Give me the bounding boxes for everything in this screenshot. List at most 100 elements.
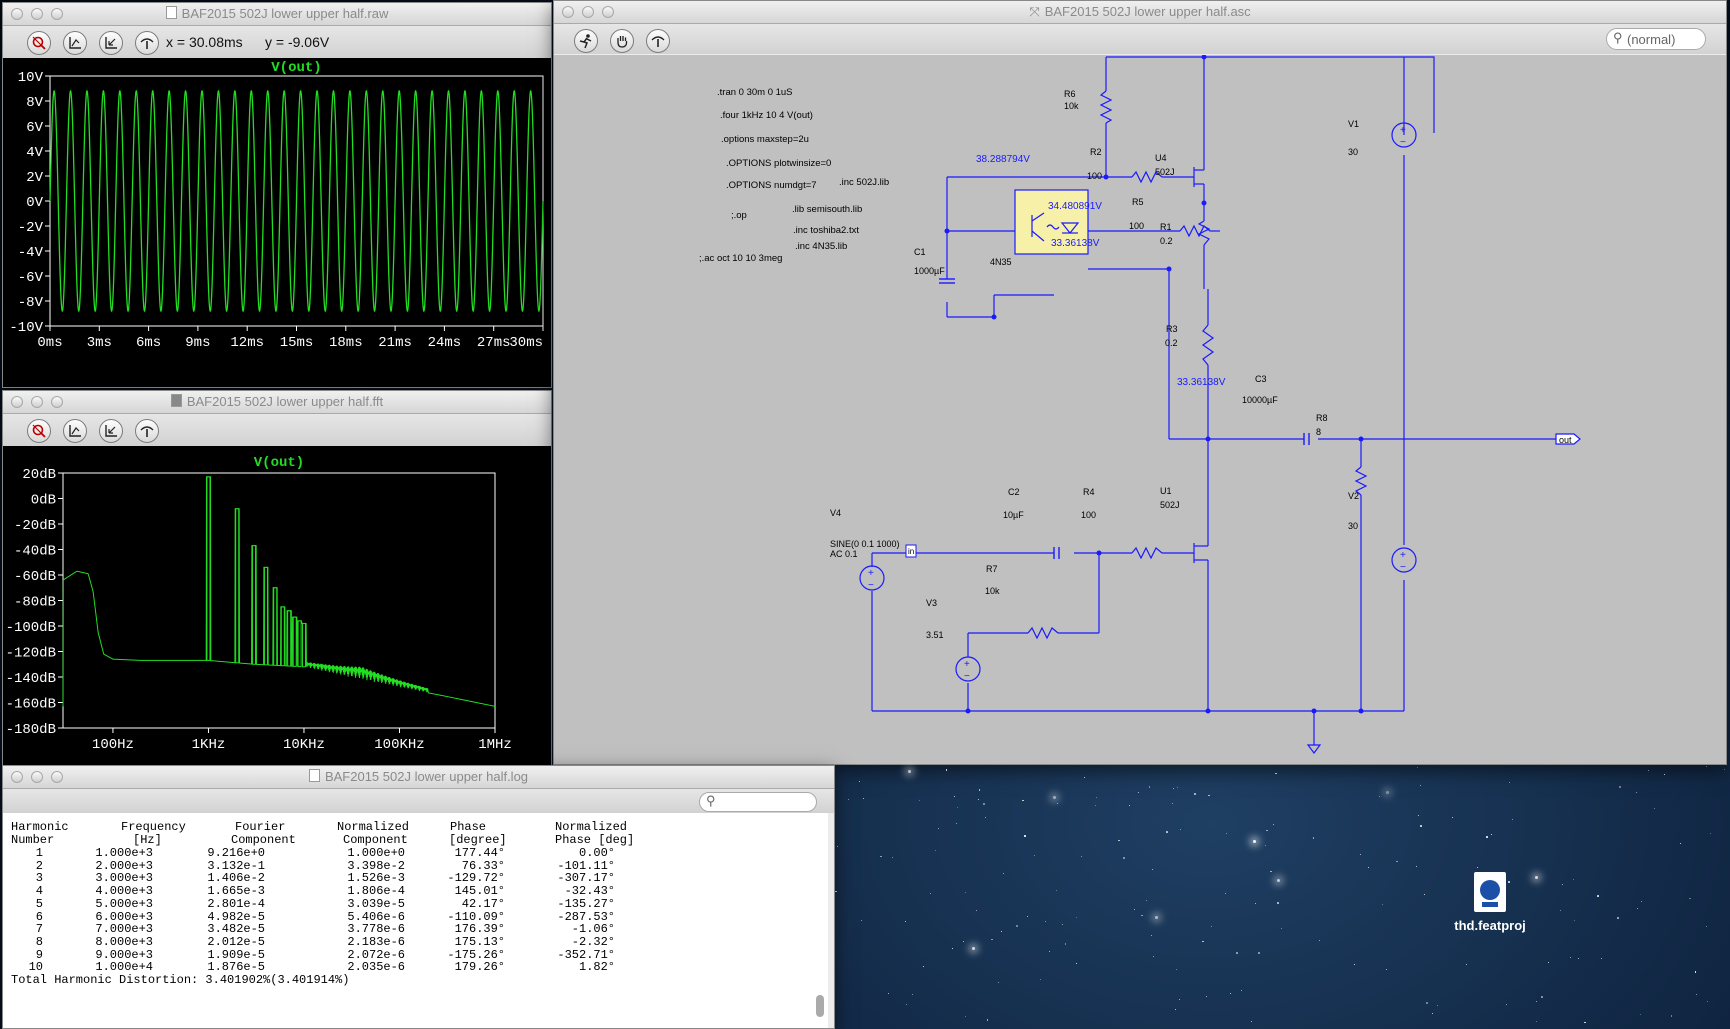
desktop-file-thd-featproj[interactable]: thd.featproj [1445,872,1535,933]
star [1431,1012,1433,1014]
run-icon[interactable] [574,29,598,53]
star [1486,836,1488,838]
star [991,938,993,941]
document-icon [170,394,182,407]
schematic-canvas[interactable]: +− +− +− +− out in .tran 0 30m 0 1uS .fo… [554,54,1726,764]
star [977,799,979,801]
log-search-field[interactable]: ⚲ [699,792,817,812]
y-tick-label: -180dB [6,722,56,738]
window-title: BAF2015 502J lower upper half.log [324,769,529,784]
probe-icon[interactable] [135,31,159,55]
schematic-toolbar: ⚲ (normal) [554,24,1726,54]
star [1225,892,1227,894]
minimize-button[interactable] [31,771,43,783]
table-cell: 42.17° [461,896,506,911]
star [1048,951,1050,953]
value-v1: 30 [1348,147,1358,157]
zoom-button[interactable] [51,771,63,783]
table-cell: 1.000e+0 [347,846,405,860]
table-cell: 4.982e-5 [207,909,265,924]
star [1176,787,1178,789]
ref-r2: R2 [1090,147,1102,157]
table-cell: 8.000e+3 [95,934,153,949]
star [1045,920,1047,922]
zoom-button[interactable] [51,396,63,408]
directive: .inc toshiba2.txt [793,225,859,236]
fft-chart: V(out)20dB0dB-20dB-40dB-60dB-80dB-100dB-… [6,455,512,753]
zoom-button[interactable] [602,6,614,18]
zoom-back-icon[interactable] [99,31,123,55]
autorange-icon[interactable] [63,419,87,443]
zoom-cancel-icon[interactable] [27,419,51,443]
table-cell: 1.000e+3 [95,846,153,860]
svg-text:−: − [1400,137,1406,148]
star [1465,964,1467,966]
probe-icon[interactable] [646,29,670,53]
waveform-titlebar[interactable]: BAF2015 502J lower upper half.raw [3,3,551,26]
star [1600,957,1602,959]
y-tick-label: -10V [9,320,43,336]
star [911,994,913,996]
x-tick-label: 18ms [329,335,363,351]
schematic-titlebar[interactable]: ⤧BAF2015 502J lower upper half.asc [554,1,1726,24]
star [1146,899,1148,901]
table-cell: -110.09° [447,909,505,924]
star [1570,956,1572,958]
zoom-cancel-icon[interactable] [27,31,51,55]
star [1723,768,1726,771]
minimize-button[interactable] [31,396,43,408]
close-button[interactable] [11,771,23,783]
autorange-icon[interactable] [63,31,87,55]
x-tick-label: 6ms [136,335,161,351]
table-cell: 9.000e+3 [95,947,153,962]
star [1281,928,1283,930]
directive: .options maxstep=2u [721,134,809,145]
minimize-button[interactable] [582,6,594,18]
table-cell: -175.26° [447,947,505,962]
zoom-button[interactable] [51,8,63,20]
featproj-file-icon [1474,872,1506,912]
star [1137,792,1139,794]
pan-hand-icon[interactable] [610,29,634,53]
svg-text:+: + [964,659,970,670]
jfet-symbols [1193,157,1209,575]
star [1381,904,1383,906]
minimize-button[interactable] [31,8,43,20]
star [1535,1020,1538,1023]
star [1175,1009,1177,1011]
y-tick-label: -60dB [14,569,56,585]
close-button[interactable] [11,396,23,408]
star [1206,995,1208,997]
log-titlebar[interactable]: BAF2015 502J lower upper half.log [3,766,834,789]
table-cell: 2.801e-4 [207,896,265,911]
star [1083,776,1085,778]
star [952,947,954,949]
star [1241,990,1243,992]
star [1250,1020,1252,1022]
log-scrollbar[interactable] [816,813,824,1028]
table-header: Normalized [337,820,410,834]
fft-titlebar[interactable]: BAF2015 502J lower upper half.fft [3,391,551,414]
table-cell: 4.000e+3 [95,884,153,899]
table-cell: 177.44° [454,846,506,860]
star [1225,833,1227,835]
zoom-back-icon[interactable] [99,419,123,443]
close-button[interactable] [562,6,574,18]
star [1033,855,1035,857]
document-icon [165,6,177,19]
directive: .lib semisouth.lib [792,204,862,215]
star [937,827,939,829]
star [1003,873,1005,875]
directive: .tran 0 30m 0 1uS [717,87,793,98]
source-polarity: +− +− +− +− [868,125,1406,682]
schematic-search-field[interactable]: ⚲ (normal) [1606,28,1706,50]
close-button[interactable] [11,8,23,20]
y-tick-label: 0dB [31,493,56,509]
probe-icon[interactable] [135,419,159,443]
star [1420,784,1422,786]
star [1476,867,1478,869]
scrollbar-thumb[interactable] [816,995,824,1017]
